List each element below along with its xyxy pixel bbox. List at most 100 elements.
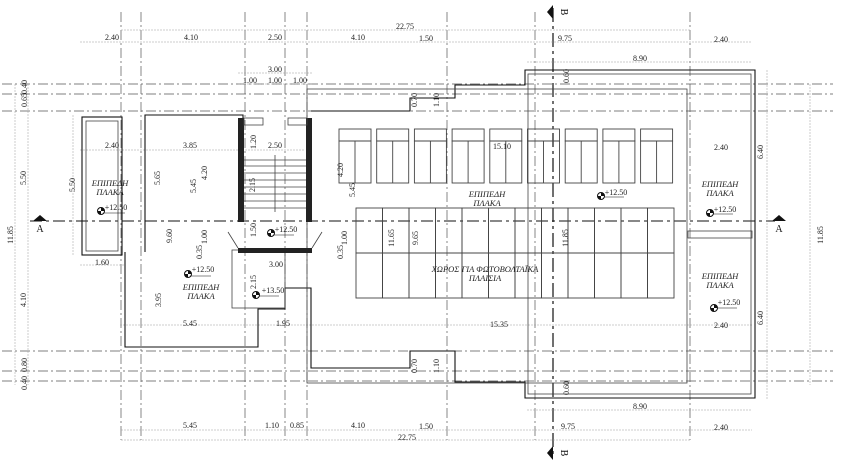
dim-label: 5.45 xyxy=(348,183,357,197)
section-b-arrow-icon xyxy=(547,5,553,19)
building-outline xyxy=(81,69,756,399)
elevation-marker: +12.50 xyxy=(184,265,215,278)
flat-slab-label: ΠΛΑΚΑ xyxy=(95,187,124,197)
dim-label: 1.50 xyxy=(419,34,433,43)
section-a-right-label: A xyxy=(775,224,783,235)
flat-slab-label: ΕΠΙΠΕΔΗ xyxy=(701,179,739,189)
pv-panel xyxy=(408,252,436,299)
dim-label: 9.75 xyxy=(561,422,575,431)
dim-label: 2.40 xyxy=(105,141,119,150)
flat-slab-label: ΠΛΑΚΑ xyxy=(472,198,501,208)
skylight-window xyxy=(527,128,560,184)
dim-label: 1.00 xyxy=(293,76,307,85)
skylight-window xyxy=(376,128,410,184)
dim-label: 15.35 xyxy=(490,320,508,329)
elevation-marker: +13.50 xyxy=(252,286,285,299)
dim-label: 4.10 xyxy=(351,33,365,42)
dim-label: 2.40 xyxy=(714,143,728,152)
dim-label: 1.10 xyxy=(432,359,441,373)
flat-slab-label: ΕΠΙΠΕΔΗ xyxy=(91,178,129,188)
dim-label: 0.70 xyxy=(410,93,419,107)
skylight-window xyxy=(413,128,447,184)
dim-label: 11.85 xyxy=(6,226,15,244)
dim-label: 11.85 xyxy=(561,229,570,247)
dim-label: 9.75 xyxy=(558,34,572,43)
elevation-marker: +12.50 xyxy=(97,203,128,215)
dim-label: 0.40 xyxy=(20,376,29,390)
dim-label: 2.50 xyxy=(268,141,282,150)
pv-panel xyxy=(620,207,648,254)
dim-label: 2.40 xyxy=(714,321,728,330)
svg-text:+12.50: +12.50 xyxy=(105,203,128,212)
skylight-window xyxy=(602,128,636,184)
stair-wall-right xyxy=(306,118,312,222)
dim-label: 0.35 xyxy=(195,245,204,259)
elevation-marker: +12.50 xyxy=(267,225,298,237)
dim-label: 0.60 xyxy=(562,381,571,395)
dim-label: 6.40 xyxy=(756,145,765,159)
elevation-marker: +12.50 xyxy=(597,188,627,200)
dim-label: 0.65 xyxy=(20,93,29,107)
flat-slab-label: ΠΛΑΚΑ xyxy=(186,291,215,301)
grid-axes xyxy=(2,8,833,455)
dim-label: 4.10 xyxy=(351,421,365,430)
pv-panel xyxy=(647,207,675,254)
dim-label: 8.90 xyxy=(633,402,647,411)
dim-label: 1.20 xyxy=(249,135,258,149)
flat-slab-label: ΕΠΙΠΕΔΗ xyxy=(468,189,506,199)
skylight-window xyxy=(489,128,523,184)
pv-panel xyxy=(541,252,569,299)
pv-panel xyxy=(567,207,595,254)
section-b-top-label: B xyxy=(558,9,569,16)
dim-label: 5.65 xyxy=(153,171,162,185)
pv-panel xyxy=(620,252,648,299)
dim-top-total: 22.75 xyxy=(396,22,414,31)
dim-label: 9.65 xyxy=(411,231,420,245)
skylight-window xyxy=(564,128,598,184)
dim-label: 1.00 xyxy=(243,76,257,85)
pv-area-label: ΧΩΡΟΣ ΓΙΑ ΦΩΤΟΒΟΛΤΑΪΚΑ xyxy=(431,264,540,274)
stair-landing-wall xyxy=(238,248,312,253)
dim-label: 5.45 xyxy=(189,179,198,193)
section-b-bottom-label: B xyxy=(558,450,569,457)
area-labels: ΕΠΙΠΕΔΗ ΠΛΑΚΑ ΕΠΙΠΕΔΗ ΠΛΑΚΑ ΕΠΙΠΕΔΗ ΠΛΑΚ… xyxy=(91,178,739,301)
section-a-left-label: A xyxy=(36,224,44,235)
dim-label: 11.85 xyxy=(816,226,825,244)
skylight-window xyxy=(640,128,674,184)
dim-label: 5.45 xyxy=(183,421,197,430)
dim-label: 3.00 xyxy=(269,260,283,269)
dim-label: 0.35 xyxy=(336,245,345,259)
pv-panel xyxy=(435,252,463,299)
dim-label: 2.15 xyxy=(249,275,258,289)
svg-text:+12.50: +12.50 xyxy=(275,225,298,234)
dim-label: 1.00 xyxy=(340,231,349,245)
section-a-arrow-icon xyxy=(772,215,786,221)
skylight-windows xyxy=(338,128,674,184)
pv-panel xyxy=(355,207,383,254)
dim-label: 11.65 xyxy=(387,229,396,247)
elevation-marker: +12.50 xyxy=(706,205,736,217)
svg-text:+12.50: +12.50 xyxy=(192,265,215,274)
dim-label: 0.60 xyxy=(562,69,571,83)
pv-panel xyxy=(647,252,675,299)
pv-panel xyxy=(594,252,622,299)
dim-label: 2.15 xyxy=(248,178,257,192)
skylight-window xyxy=(338,128,372,184)
dim-label: 4.20 xyxy=(200,166,209,180)
section-b-arrow-icon xyxy=(547,446,553,460)
dim-label: 1.10 xyxy=(265,421,279,430)
flat-slab-label: ΕΠΙΠΕΔΗ xyxy=(701,271,739,281)
dim-label: 2.50 xyxy=(268,33,282,42)
dim-label: 15.10 xyxy=(493,142,511,151)
dim-label: 2.40 xyxy=(714,35,728,44)
stair-treads xyxy=(227,155,323,249)
dim-label: 3.00 xyxy=(268,65,282,74)
flat-slab-label: ΕΠΙΠΕΔΗ xyxy=(182,282,220,292)
pv-panel xyxy=(382,252,410,299)
pv-panel xyxy=(567,252,595,299)
dim-label: 1.10 xyxy=(432,93,441,107)
svg-text:+13.50: +13.50 xyxy=(262,286,285,295)
pv-panel xyxy=(408,207,436,254)
dim-label: 6.40 xyxy=(756,311,765,325)
